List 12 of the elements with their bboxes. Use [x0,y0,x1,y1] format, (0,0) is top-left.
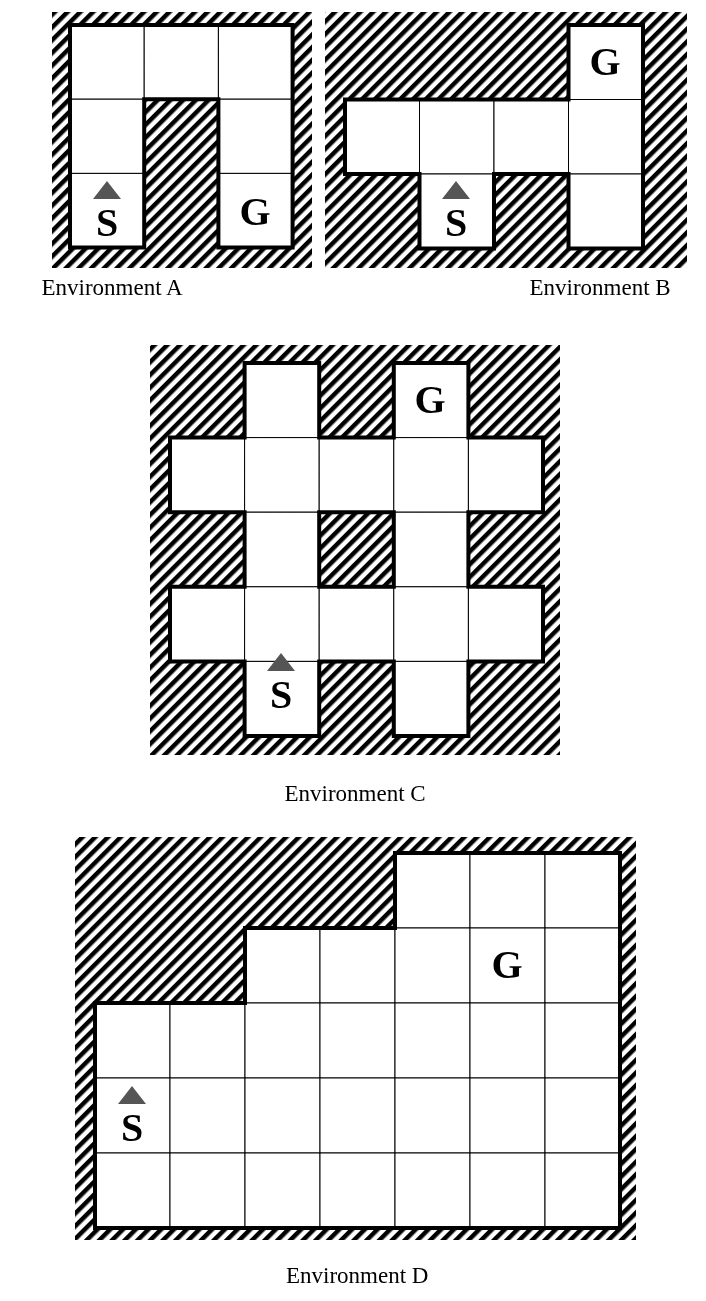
start-letter: S [445,203,468,243]
map-caption: Environment C [284,781,426,805]
map-caption: Environment B [529,275,671,299]
goal-letter: G [414,380,446,420]
map-caption: Environment D [286,1263,429,1287]
goal-letter: G [239,192,271,232]
goal-letter: G [491,945,523,985]
goal-letter: G [589,42,621,82]
start-letter: S [96,203,119,243]
map-caption: Environment A [41,275,183,299]
start-letter: S [270,675,293,715]
start-letter: S [121,1108,144,1148]
